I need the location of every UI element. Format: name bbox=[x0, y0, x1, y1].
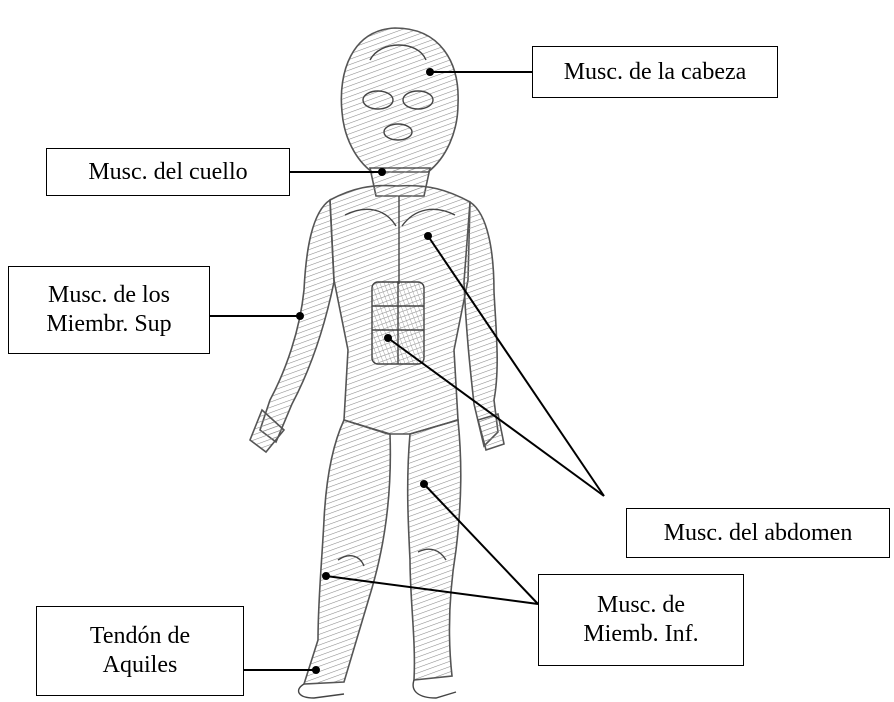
label-head-text: Musc. de la cabeza bbox=[564, 58, 747, 87]
arm-left-outline bbox=[260, 200, 334, 442]
label-achilles: Tendón de Aquiles bbox=[36, 606, 244, 696]
label-abdomen-text: Musc. del abdomen bbox=[664, 519, 853, 548]
dot-neck bbox=[378, 168, 386, 176]
leg-left-outline bbox=[304, 420, 390, 684]
dot-achilles bbox=[312, 666, 320, 674]
label-neck-text: Musc. del cuello bbox=[88, 158, 247, 187]
label-upper-limb: Musc. de los Miembr. Sup bbox=[8, 266, 210, 354]
label-achilles-line2: Aquiles bbox=[103, 651, 178, 680]
foot-right bbox=[413, 680, 456, 698]
label-achilles-line1: Tendón de bbox=[90, 622, 190, 651]
dot-lower-limb-1 bbox=[322, 572, 330, 580]
label-abdomen: Musc. del abdomen bbox=[626, 508, 890, 558]
label-lower-limb-line2: Miemb. Inf. bbox=[583, 620, 698, 649]
head-outline bbox=[341, 28, 458, 172]
arm-right-outline bbox=[464, 202, 498, 446]
dot-upper-limb bbox=[296, 312, 304, 320]
dot-head bbox=[426, 68, 434, 76]
label-neck: Musc. del cuello bbox=[46, 148, 290, 196]
label-head: Musc. de la cabeza bbox=[532, 46, 778, 98]
label-lower-limb-line1: Musc. de bbox=[597, 591, 685, 620]
label-upper-limb-line2: Miembr. Sup bbox=[46, 310, 171, 339]
label-upper-limb-line1: Musc. de los bbox=[48, 281, 170, 310]
dot-lower-limb-2 bbox=[420, 480, 428, 488]
foot-left bbox=[299, 684, 344, 698]
label-lower-limb: Musc. de Miemb. Inf. bbox=[538, 574, 744, 666]
dot-abdomen-1 bbox=[384, 334, 392, 342]
dot-abdomen-2 bbox=[424, 232, 432, 240]
